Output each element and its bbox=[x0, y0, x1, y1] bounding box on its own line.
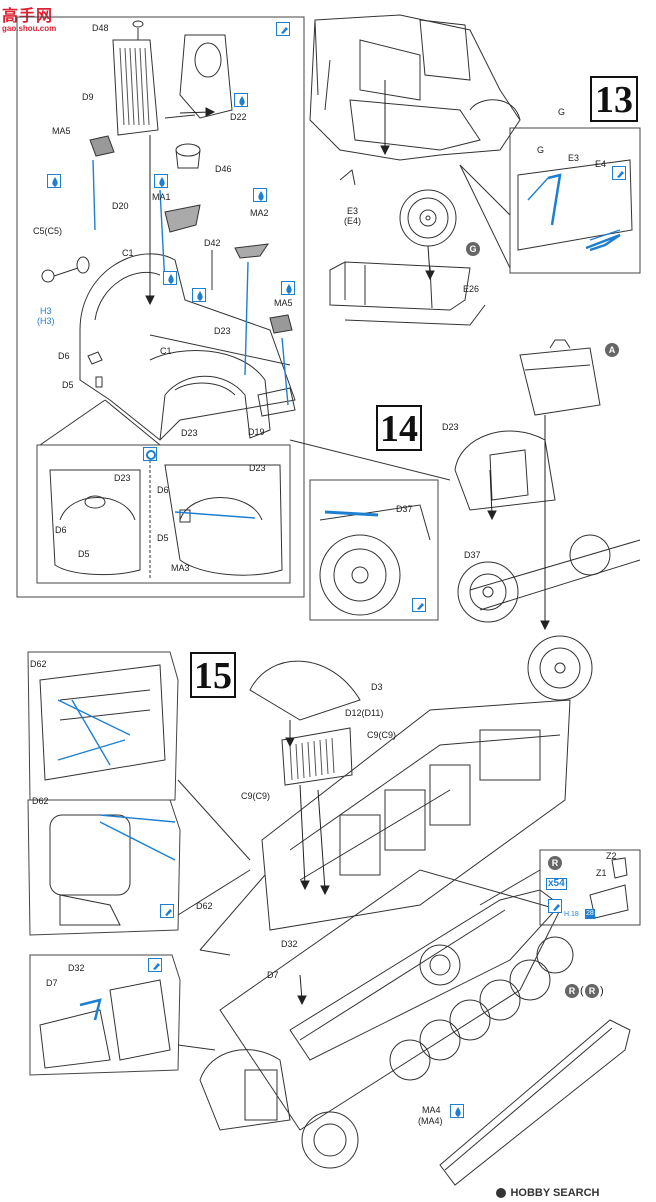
part-label-E4: (E4) bbox=[344, 216, 362, 226]
part-label-C9-left: C9(C9) bbox=[241, 791, 271, 801]
glue-icon bbox=[612, 166, 626, 180]
inset-label-MA3: MA3 bbox=[171, 563, 190, 573]
part-label-MA1: MA1 bbox=[152, 192, 171, 202]
glue-icon bbox=[548, 899, 562, 913]
callout-badge-G: G bbox=[466, 242, 480, 256]
part-label-D3: D3 bbox=[371, 682, 383, 692]
paint-drop-icon bbox=[281, 281, 295, 295]
part-label-D23-bot: D23 bbox=[181, 428, 198, 438]
step-13-number: 13 bbox=[590, 76, 638, 122]
part-label-D46: D46 bbox=[215, 164, 232, 174]
part-label-E3: E3 bbox=[347, 206, 359, 216]
part-label-E4-inset: E4 bbox=[595, 159, 607, 169]
part-label-D32: D32 bbox=[281, 939, 298, 949]
paint-code-label: H.18 bbox=[564, 911, 579, 918]
watermark-url: gao.shou.com bbox=[2, 24, 57, 33]
part-label-MA2: MA2 bbox=[250, 208, 269, 218]
watermark-brand: HOBBY SEARCH bbox=[496, 1184, 599, 1202]
callout-badge-A: A bbox=[605, 343, 619, 357]
callout-badge-R: R bbox=[548, 856, 562, 870]
paint-code-number: 28 bbox=[585, 909, 595, 919]
part-label-C9-right: C9(C9) bbox=[367, 730, 397, 740]
part-label-D37: D37 bbox=[464, 550, 481, 560]
part-label-D9: D9 bbox=[82, 92, 94, 102]
inset-label-D23-a: D23 bbox=[114, 473, 131, 483]
inset-label-D32: D32 bbox=[68, 963, 85, 973]
part-label-MA5-right: MA5 bbox=[274, 298, 293, 308]
part-label-D6: D6 bbox=[58, 351, 70, 361]
part-label-Z2: Z2 bbox=[606, 851, 617, 861]
inset-label-D37: D37 bbox=[396, 504, 413, 514]
glue-icon bbox=[276, 22, 290, 36]
paint-drop-icon bbox=[163, 271, 177, 285]
part-label-D62-left: D62 bbox=[196, 901, 213, 911]
glue-icon bbox=[143, 447, 157, 461]
part-label-E3-inset: E3 bbox=[568, 153, 580, 163]
paren-open: ( bbox=[580, 985, 584, 997]
inset-label-D5-b: D5 bbox=[157, 533, 169, 543]
part-label-Z1: Z1 bbox=[596, 868, 607, 878]
part-label-D42: D42 bbox=[204, 238, 221, 248]
paint-drop-icon bbox=[154, 174, 168, 188]
quantity-label: x54 bbox=[546, 878, 567, 890]
glue-icon bbox=[160, 904, 174, 918]
inset-label-D5-a: D5 bbox=[78, 549, 90, 559]
part-label-D23: D23 bbox=[442, 422, 459, 432]
part-label-MA4: MA4 bbox=[422, 1105, 441, 1115]
paint-drop-icon bbox=[47, 174, 61, 188]
part-label-C5: C5(C5) bbox=[33, 226, 63, 236]
paint-drop-icon bbox=[253, 188, 267, 202]
watermark-brand-icon bbox=[496, 1187, 506, 1198]
part-label-H3-alt: (H3) bbox=[37, 316, 55, 326]
part-label-G-top: G bbox=[558, 107, 566, 117]
paint-drop-icon bbox=[234, 93, 248, 107]
inset-label-D23-b: D23 bbox=[249, 463, 266, 473]
inset-label-D6-b: D6 bbox=[157, 485, 169, 495]
paint-drop-icon bbox=[192, 288, 206, 302]
part-label-G-inset: G bbox=[537, 145, 545, 155]
step-14-number: 14 bbox=[376, 405, 422, 451]
watermark-brand-text: HOBBY SEARCH bbox=[510, 1186, 600, 1199]
part-label-D48: D48 bbox=[92, 23, 109, 33]
callout-badge-R-track: R bbox=[565, 984, 579, 998]
part-label-D62-mid: D62 bbox=[32, 796, 49, 806]
part-label-D20: D20 bbox=[112, 201, 129, 211]
glue-icon bbox=[148, 958, 162, 972]
part-label-D19: D19 bbox=[248, 427, 265, 437]
step-15-number: 15 bbox=[190, 652, 236, 698]
part-label-D7: D7 bbox=[267, 970, 279, 980]
part-label-D22: D22 bbox=[230, 112, 247, 122]
part-label-E26: E26 bbox=[463, 284, 480, 294]
part-label-C1-top: C1 bbox=[122, 248, 134, 258]
callout-badge-R-track-alt: R bbox=[585, 984, 599, 998]
part-label-D5: D5 bbox=[62, 380, 74, 390]
paren-close: ) bbox=[600, 985, 604, 997]
part-label-MA5-top: MA5 bbox=[52, 126, 71, 136]
part-label-D12: D12(D11) bbox=[345, 708, 384, 718]
paint-drop-icon bbox=[450, 1104, 464, 1118]
inset-label-D7: D7 bbox=[46, 978, 58, 988]
part-label-MA4-alt: (MA4) bbox=[418, 1116, 443, 1126]
part-label-D62-top: D62 bbox=[30, 659, 47, 669]
inset-label-D6-a: D6 bbox=[55, 525, 67, 535]
part-label-H3: H3 bbox=[40, 306, 52, 316]
part-label-C1-mid: C1 bbox=[160, 346, 172, 356]
part-label-D23-mid: D23 bbox=[214, 326, 231, 336]
glue-icon bbox=[412, 598, 426, 612]
